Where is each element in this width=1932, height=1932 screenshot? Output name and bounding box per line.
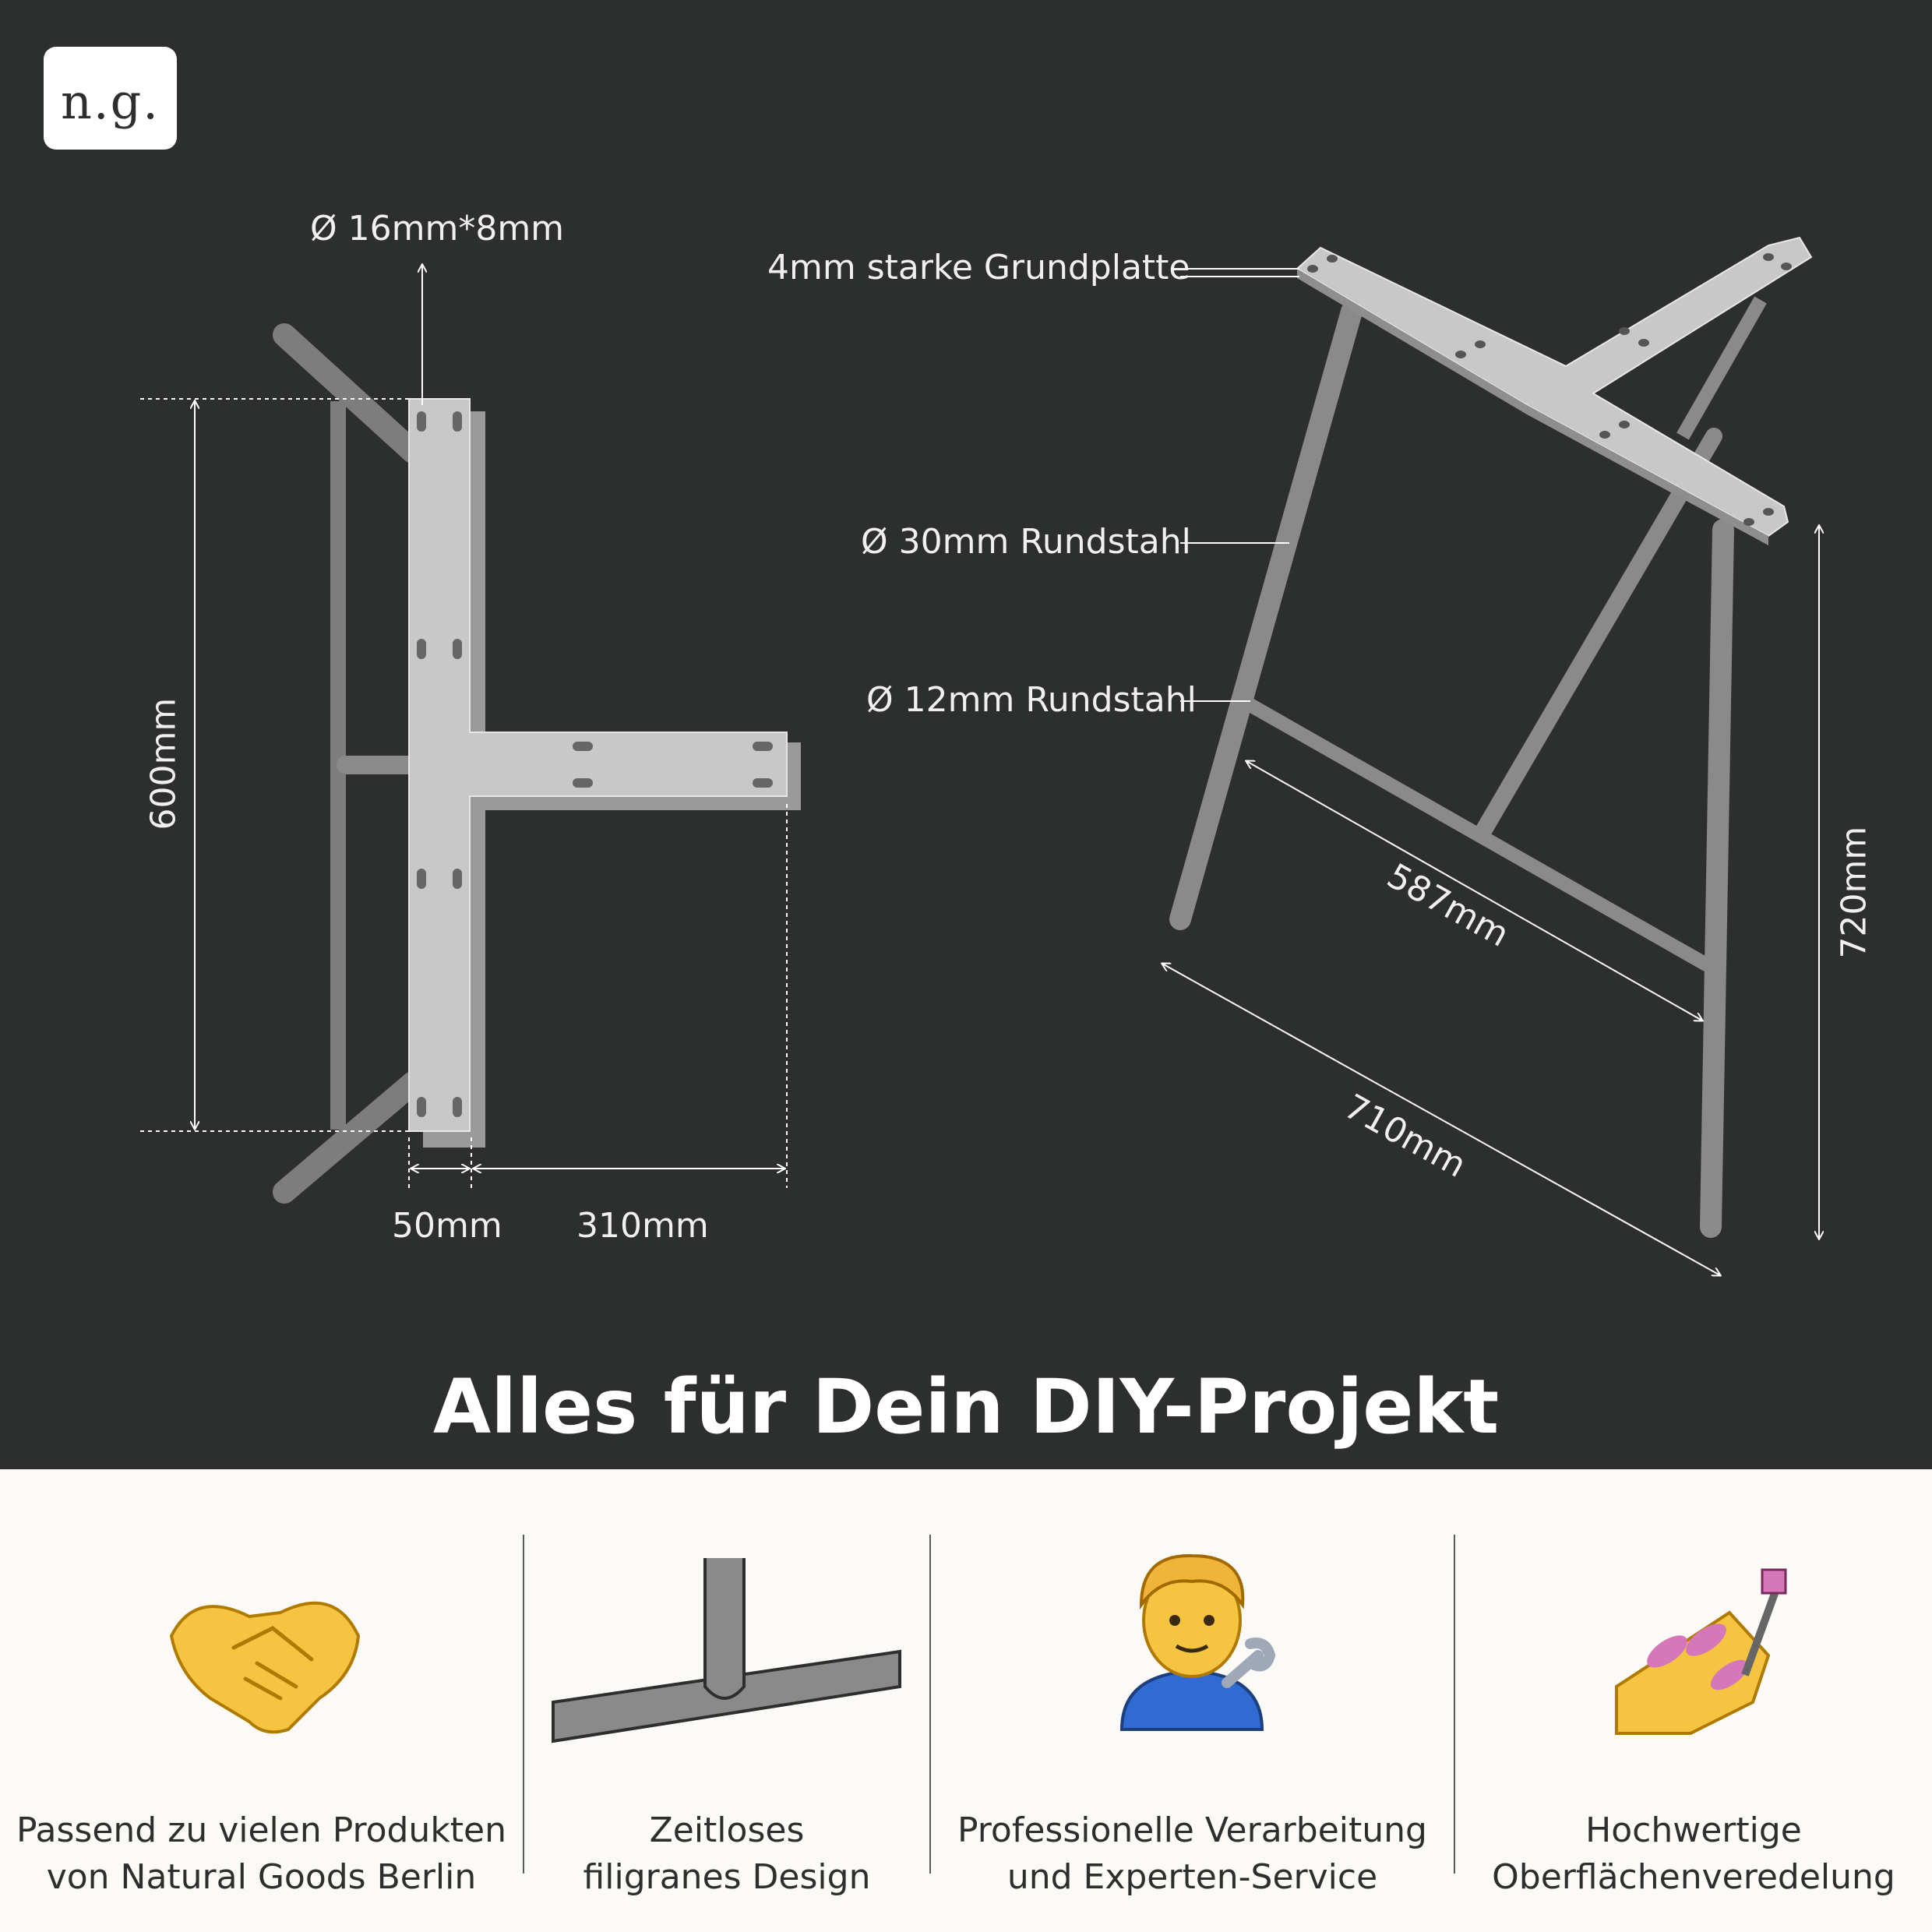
brace-rod-label: Ø 12mm Rundstahl bbox=[866, 680, 1197, 720]
connector-hole-label: Ø 16mm*8mm bbox=[310, 209, 565, 249]
feature-line: von Natural Goods Berlin bbox=[46, 1857, 477, 1897]
feature-design: Zeitloses filigranes Design bbox=[524, 1807, 929, 1901]
feature-line: Oberflächenveredelung bbox=[1492, 1857, 1895, 1897]
technical-drawing bbox=[140, 236, 1932, 1469]
top-view-drawing bbox=[140, 265, 801, 1204]
nail-polish-icon bbox=[1615, 1568, 1787, 1735]
feature-line: filigranes Design bbox=[583, 1857, 871, 1897]
plate-width-label: 50mm bbox=[392, 1206, 502, 1246]
brand-logo: n.g. bbox=[44, 47, 177, 150]
base-plate-label: 4mm starke Grundplatte bbox=[767, 248, 1190, 287]
diagram-panel: n.g. bbox=[0, 0, 1932, 1469]
feature-service: Professionelle Verarbeitung und Experten… bbox=[931, 1807, 1454, 1901]
feature-finish: Hochwertige Oberflächenveredelung bbox=[1455, 1807, 1932, 1901]
feature-line: und Experten-Service bbox=[1007, 1857, 1378, 1897]
feature-line: Zeitloses bbox=[649, 1810, 805, 1850]
table-height-label: 720mm bbox=[1834, 826, 1874, 959]
arm-length-label: 310mm bbox=[576, 1206, 709, 1246]
handshake-icon bbox=[169, 1601, 361, 1734]
height-600-label: 600mm bbox=[143, 697, 184, 830]
feature-line: Professionelle Verarbeitung bbox=[957, 1810, 1427, 1850]
logo-text: n.g. bbox=[60, 73, 160, 130]
feature-panel bbox=[0, 1469, 1932, 1932]
steel-rod-icon bbox=[552, 1558, 901, 1743]
feature-divider bbox=[929, 1535, 931, 1874]
feature-divider bbox=[523, 1535, 524, 1874]
feature-compatibility: Passend zu vielen Produkten von Natural … bbox=[0, 1807, 523, 1901]
feature-line: Passend zu vielen Produkten bbox=[16, 1810, 507, 1850]
feature-line: Hochwertige bbox=[1585, 1810, 1802, 1850]
perspective-drawing bbox=[1162, 236, 1819, 1275]
feature-divider bbox=[1454, 1535, 1455, 1874]
mechanic-icon bbox=[1119, 1553, 1276, 1731]
leg-rod-label: Ø 30mm Rundstahl bbox=[861, 522, 1191, 562]
headline: Alles für Dein DIY-Projekt bbox=[432, 1363, 1500, 1451]
